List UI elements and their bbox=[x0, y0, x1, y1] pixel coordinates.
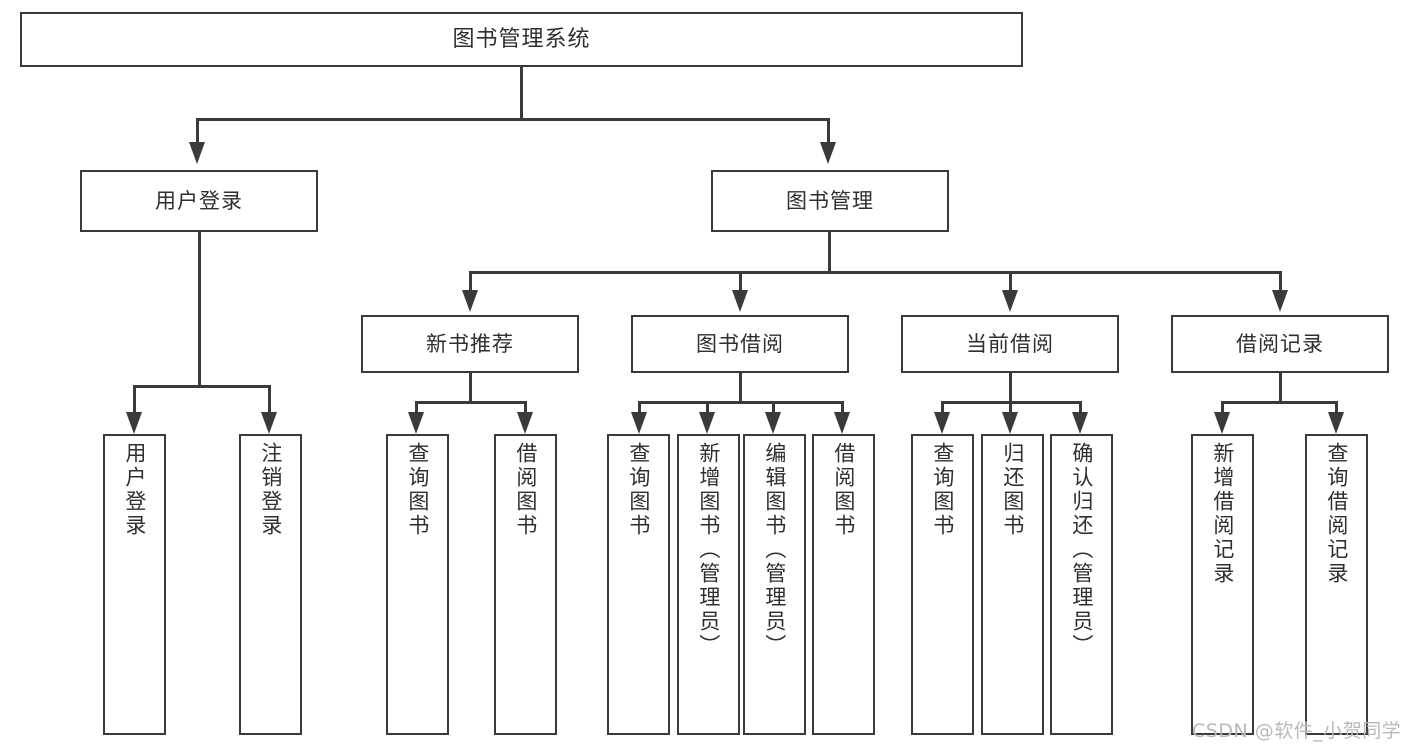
node-leaf-user-login[interactable]: 用户登录 bbox=[103, 434, 166, 735]
arrowhead-new-book-recommend-leaf-2 bbox=[517, 412, 533, 434]
node-leaf-add-book[interactable]: 新增图书（管理员） bbox=[677, 434, 740, 735]
connector-user-login-branch-2 bbox=[268, 385, 271, 414]
node-label: 用户登录 bbox=[155, 188, 243, 213]
arrowhead-book-borrow-leaf-1 bbox=[631, 412, 647, 434]
node-label: 图书借阅 bbox=[696, 331, 784, 356]
node-new-book-recommend[interactable]: 新书推荐 bbox=[361, 315, 579, 373]
node-label: 用户登录 bbox=[122, 442, 147, 538]
arrowhead-user-login-leaf-1 bbox=[126, 412, 142, 434]
node-leaf-user-logout[interactable]: 注销登录 bbox=[239, 434, 302, 735]
node-leaf-add-record[interactable]: 新增借阅记录 bbox=[1191, 434, 1254, 735]
node-label: 图书管理 bbox=[786, 188, 874, 213]
connector-current-borrow-branch-2 bbox=[1009, 401, 1012, 415]
connector-root-to-user-login bbox=[196, 118, 199, 144]
connector-to-new-book-recommend bbox=[469, 271, 472, 293]
connector-new-book-recommend-bus bbox=[415, 401, 527, 404]
connector-current-borrow-drop bbox=[1009, 373, 1012, 401]
arrowhead-current-borrow-leaf-1 bbox=[934, 412, 950, 434]
node-current-borrow[interactable]: 当前借阅 bbox=[901, 315, 1119, 373]
arrowhead-root-to-user-login bbox=[189, 142, 205, 164]
connector-new-book-recommend-branch-2 bbox=[524, 401, 527, 415]
arrowhead-to-book-borrow bbox=[732, 290, 748, 312]
node-leaf-borrow-book-2[interactable]: 借阅图书 bbox=[812, 434, 875, 735]
node-leaf-query-record[interactable]: 查询借阅记录 bbox=[1305, 434, 1368, 735]
arrowhead-borrow-record-leaf-2 bbox=[1328, 412, 1344, 434]
arrowhead-to-current-borrow bbox=[1002, 290, 1018, 312]
connector-book-borrow-bus bbox=[638, 401, 844, 404]
node-label: 查询图书 bbox=[930, 442, 955, 538]
connector-book-management-drop bbox=[828, 232, 831, 271]
node-label: 借阅图书 bbox=[513, 442, 538, 538]
node-leaf-borrow-book-1[interactable]: 借阅图书 bbox=[494, 434, 557, 735]
node-user-login[interactable]: 用户登录 bbox=[80, 170, 318, 232]
node-label: 确认归还（管理员） bbox=[1069, 442, 1094, 658]
node-borrow-record[interactable]: 借阅记录 bbox=[1171, 315, 1389, 373]
connector-user-login-drop bbox=[198, 232, 201, 385]
connector-to-current-borrow bbox=[1009, 271, 1012, 293]
arrowhead-book-borrow-leaf-2 bbox=[699, 412, 715, 434]
node-label: 注销登录 bbox=[258, 442, 283, 538]
connector-to-borrow-record bbox=[1279, 271, 1282, 293]
connector-borrow-record-branch-2 bbox=[1335, 401, 1338, 415]
connector-current-borrow-branch-3 bbox=[1079, 401, 1082, 415]
connector-borrow-record-branch-1 bbox=[1221, 401, 1224, 415]
arrowhead-to-new-book-recommend bbox=[462, 290, 478, 312]
node-leaf-confirm-return[interactable]: 确认归还（管理员） bbox=[1050, 434, 1113, 735]
connector-root-to-book-management bbox=[827, 118, 830, 144]
arrowhead-borrow-record-leaf-1 bbox=[1214, 412, 1230, 434]
connector-user-login-branch-1 bbox=[133, 385, 136, 414]
connector-borrow-record-drop bbox=[1279, 373, 1282, 401]
arrowhead-book-borrow-leaf-4 bbox=[834, 412, 850, 434]
arrowhead-current-borrow-leaf-2 bbox=[1002, 412, 1018, 434]
node-book-borrow[interactable]: 图书借阅 bbox=[631, 315, 849, 373]
node-root-system[interactable]: 图书管理系统 bbox=[20, 12, 1023, 67]
node-leaf-return-book[interactable]: 归还图书 bbox=[981, 434, 1044, 735]
node-leaf-query-book-2[interactable]: 查询图书 bbox=[607, 434, 670, 735]
node-label: 借阅图书 bbox=[831, 442, 856, 538]
connector-to-book-borrow bbox=[739, 271, 742, 293]
arrowhead-new-book-recommend-leaf-1 bbox=[408, 412, 424, 434]
connector-book-borrow-branch-3 bbox=[772, 401, 775, 415]
connector-new-book-recommend-drop bbox=[469, 373, 472, 401]
node-label: 编辑图书（管理员） bbox=[762, 442, 787, 658]
connector-book-borrow-branch-1 bbox=[638, 401, 641, 415]
node-label: 当前借阅 bbox=[966, 331, 1054, 356]
node-leaf-query-book-3[interactable]: 查询图书 bbox=[911, 434, 974, 735]
connector-borrow-record-bus bbox=[1221, 401, 1338, 404]
node-label: 借阅记录 bbox=[1236, 331, 1324, 356]
arrowhead-current-borrow-leaf-3 bbox=[1072, 412, 1088, 434]
connector-book-borrow-drop bbox=[739, 373, 742, 401]
arrowhead-book-borrow-leaf-3 bbox=[765, 412, 781, 434]
connector-book-borrow-branch-4 bbox=[841, 401, 844, 415]
connector-root-drop bbox=[520, 67, 523, 118]
connector-book-borrow-branch-2 bbox=[706, 401, 709, 415]
node-label: 新书推荐 bbox=[426, 331, 514, 356]
node-label: 归还图书 bbox=[1000, 442, 1025, 538]
arrowhead-to-borrow-record bbox=[1272, 290, 1288, 312]
arrowhead-user-login-leaf-2 bbox=[261, 412, 277, 434]
node-label: 查询图书 bbox=[626, 442, 651, 538]
node-leaf-edit-book[interactable]: 编辑图书（管理员） bbox=[743, 434, 806, 735]
node-label: 图书管理系统 bbox=[452, 26, 591, 52]
node-label: 新增借阅记录 bbox=[1210, 442, 1235, 586]
node-leaf-query-book-1[interactable]: 查询图书 bbox=[386, 434, 449, 735]
node-book-management[interactable]: 图书管理 bbox=[711, 170, 949, 232]
connector-root-bus bbox=[196, 118, 830, 121]
node-label: 查询借阅记录 bbox=[1324, 442, 1349, 586]
csdn-watermark: CSDN @软件_小贺同学 bbox=[1192, 720, 1402, 742]
arrowhead-root-to-book-management bbox=[820, 142, 836, 164]
node-label: 新增图书（管理员） bbox=[696, 442, 721, 658]
connector-new-book-recommend-branch-1 bbox=[415, 401, 418, 415]
node-label: 查询图书 bbox=[405, 442, 430, 538]
connector-user-login-bus bbox=[133, 385, 270, 388]
connector-level2-bus bbox=[469, 271, 1282, 274]
connector-current-borrow-branch-1 bbox=[941, 401, 944, 415]
